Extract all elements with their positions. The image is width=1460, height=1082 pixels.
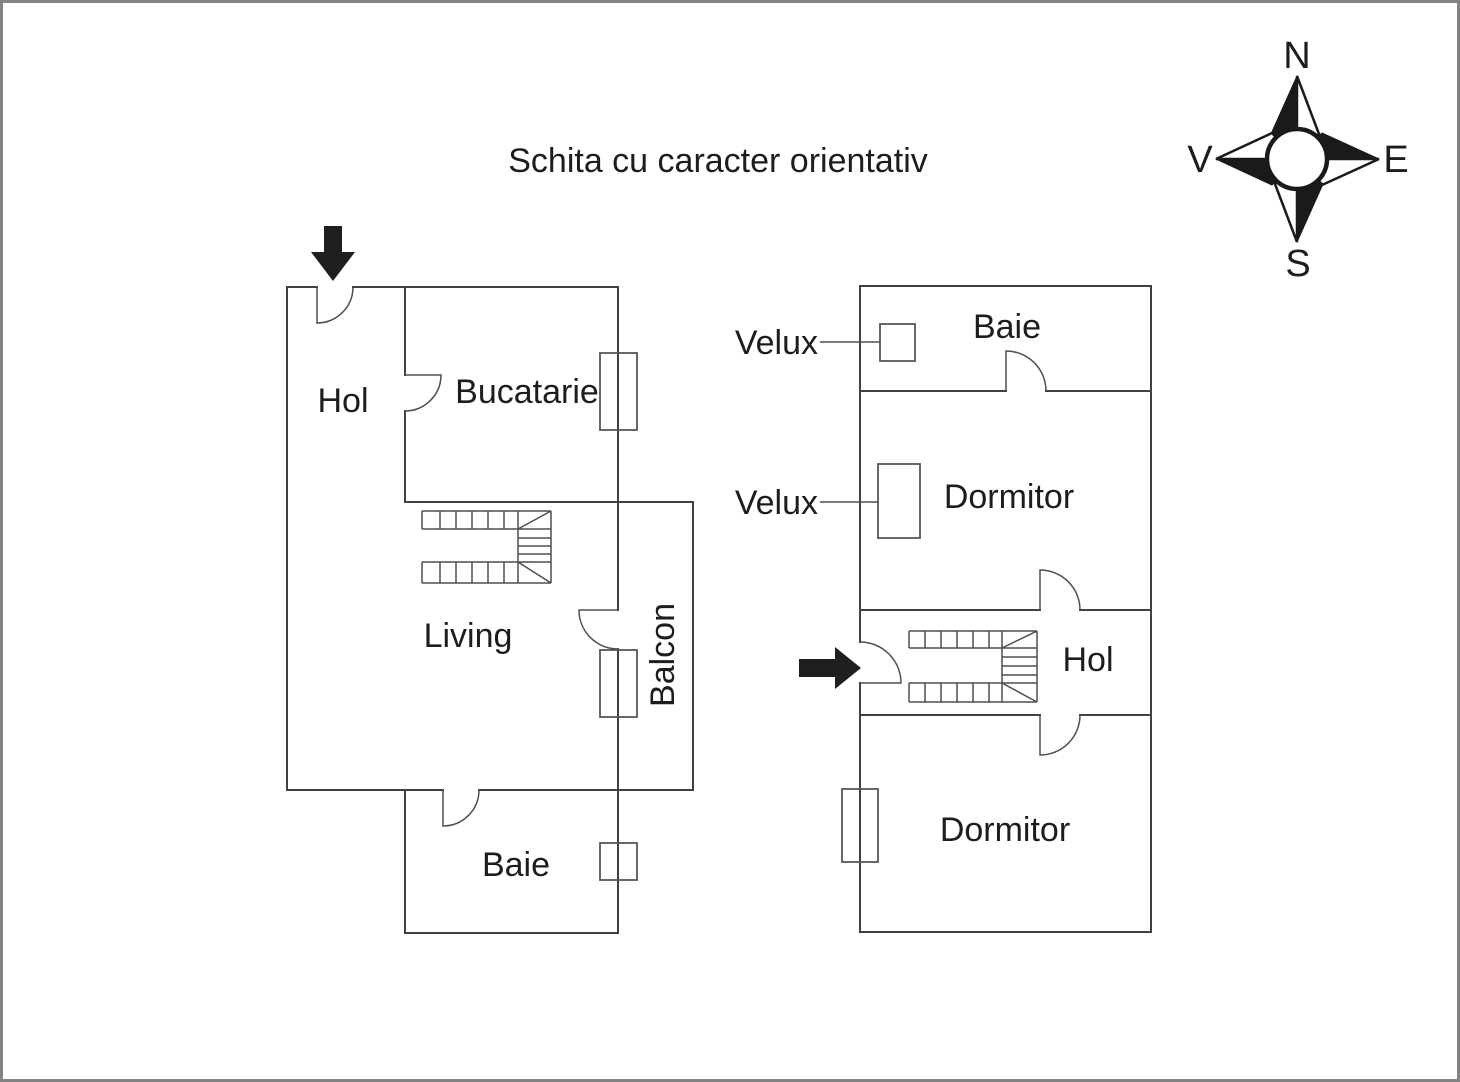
room-label-balcon: Balcon — [644, 603, 682, 707]
compass-label-north: N — [1283, 35, 1310, 77]
floor-plan-ground: Hol Bucatarie Living Balcon Baie — [286, 226, 694, 934]
compass-label-west: V — [1187, 139, 1213, 181]
entrance-arrow-right-icon — [799, 647, 861, 689]
window-bucatarie — [599, 352, 638, 431]
room-label-living: Living — [424, 617, 513, 655]
room-label-baie-ground: Baie — [482, 846, 550, 884]
staircase-upper — [908, 630, 1038, 703]
door-baie-upper — [1005, 350, 1047, 392]
compass-label-south: S — [1285, 243, 1310, 285]
compass-rose-icon: N E S V — [1187, 35, 1408, 285]
ground-floor-walls — [286, 286, 694, 934]
entrance-door-upper — [859, 641, 902, 684]
room-label-dormitor-top: Dormitor — [944, 478, 1074, 516]
entrance-arrow-down-icon — [311, 226, 355, 281]
compass-label-east: E — [1383, 139, 1408, 181]
door-hol-dormitor-bottom — [1039, 714, 1081, 756]
velux-label-middle: Velux — [735, 484, 818, 522]
door-living-balcon — [578, 609, 619, 650]
window-living-balcon — [599, 649, 638, 718]
room-label-baie-upper: Baie — [973, 308, 1041, 346]
door-hol-bucatarie — [404, 374, 442, 412]
room-label-bucatarie: Bucatarie — [455, 373, 599, 411]
compass-center-circle — [1264, 126, 1330, 192]
velux-label-top: Velux — [735, 324, 818, 362]
velux-window-dormitor — [877, 463, 921, 539]
upper-floor-walls — [859, 285, 1152, 933]
room-label-hol: Hol — [317, 382, 368, 420]
velux-window-baie — [879, 323, 916, 362]
staircase-ground — [421, 510, 552, 584]
entrance-door — [316, 286, 354, 324]
door-living-baie — [442, 789, 480, 827]
sketch-title: Schita cu caracter orientativ — [508, 142, 928, 180]
room-label-dormitor-bottom: Dormitor — [940, 811, 1070, 849]
window-dormitor-bottom — [841, 788, 879, 863]
floor-plan-upper: Baie Dormitor Hol Dormitor Velux Velux — [735, 285, 1152, 933]
window-baie — [599, 842, 638, 881]
door-hol-dormitor-top — [1039, 569, 1081, 611]
room-label-hol-upper: Hol — [1062, 641, 1113, 679]
